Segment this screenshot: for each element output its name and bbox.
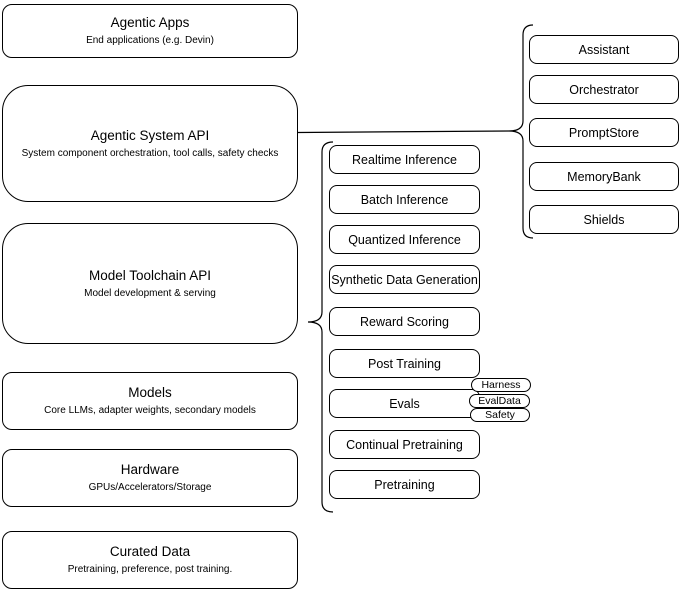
eval-tag-safety: Safety [470,408,530,422]
box-agentic-system-api: Agentic System API System component orch… [2,85,298,202]
toolchain-item-realtime-inference: Realtime Inference [329,145,480,174]
box-hardware: Hardware GPUs/Accelerators/Storage [2,449,298,507]
box-curated-data-subtitle: Pretraining, preference, post training. [67,564,233,575]
connector-agentic-system-to-components [297,130,510,134]
toolchain-item-pretraining: Pretraining [329,470,480,499]
toolchain-item-reward-scoring: Reward Scoring [329,307,480,336]
toolchain-item-continual-pretraining: Continual Pretraining [329,430,480,459]
box-model-toolchain-api-subtitle: Model development & serving [84,287,216,299]
system-item-memorybank: MemoryBank [529,162,679,191]
box-agentic-apps: Agentic Apps End applications (e.g. Devi… [2,4,298,58]
box-curated-data: Curated Data Pretraining, preference, po… [2,531,298,589]
toolchain-item-quantized-inference: Quantized Inference [329,225,480,254]
box-agentic-system-api-subtitle: System component orchestration, tool cal… [21,147,279,159]
system-item-orchestrator: Orchestrator [529,75,679,104]
eval-tag-harness: Harness [471,378,531,392]
toolchain-item-batch-inference: Batch Inference [329,185,480,214]
box-agentic-system-api-title: Agentic System API [90,127,210,143]
toolchain-item-synthetic-data-generation: Synthetic Data Generation [329,265,480,294]
box-hardware-title: Hardware [120,462,180,477]
eval-tag-evaldata: EvalData [469,394,530,408]
box-models: Models Core LLMs, adapter weights, secon… [2,372,298,430]
toolchain-item-evals: Evals [329,389,480,418]
box-agentic-apps-title: Agentic Apps [110,15,190,30]
box-models-title: Models [128,385,172,400]
box-curated-data-title: Curated Data [109,544,191,559]
box-model-toolchain-api: Model Toolchain API Model development & … [2,223,298,344]
system-item-assistant: Assistant [529,35,679,64]
box-models-subtitle: Core LLMs, adapter weights, secondary mo… [44,405,256,416]
box-hardware-subtitle: GPUs/Accelerators/Storage [88,482,212,493]
toolchain-item-post-training: Post Training [329,349,480,378]
system-item-shields: Shields [529,205,679,234]
box-model-toolchain-api-title: Model Toolchain API [88,267,212,283]
box-agentic-apps-subtitle: End applications (e.g. Devin) [86,35,214,46]
system-item-promptstore: PromptStore [529,118,679,147]
